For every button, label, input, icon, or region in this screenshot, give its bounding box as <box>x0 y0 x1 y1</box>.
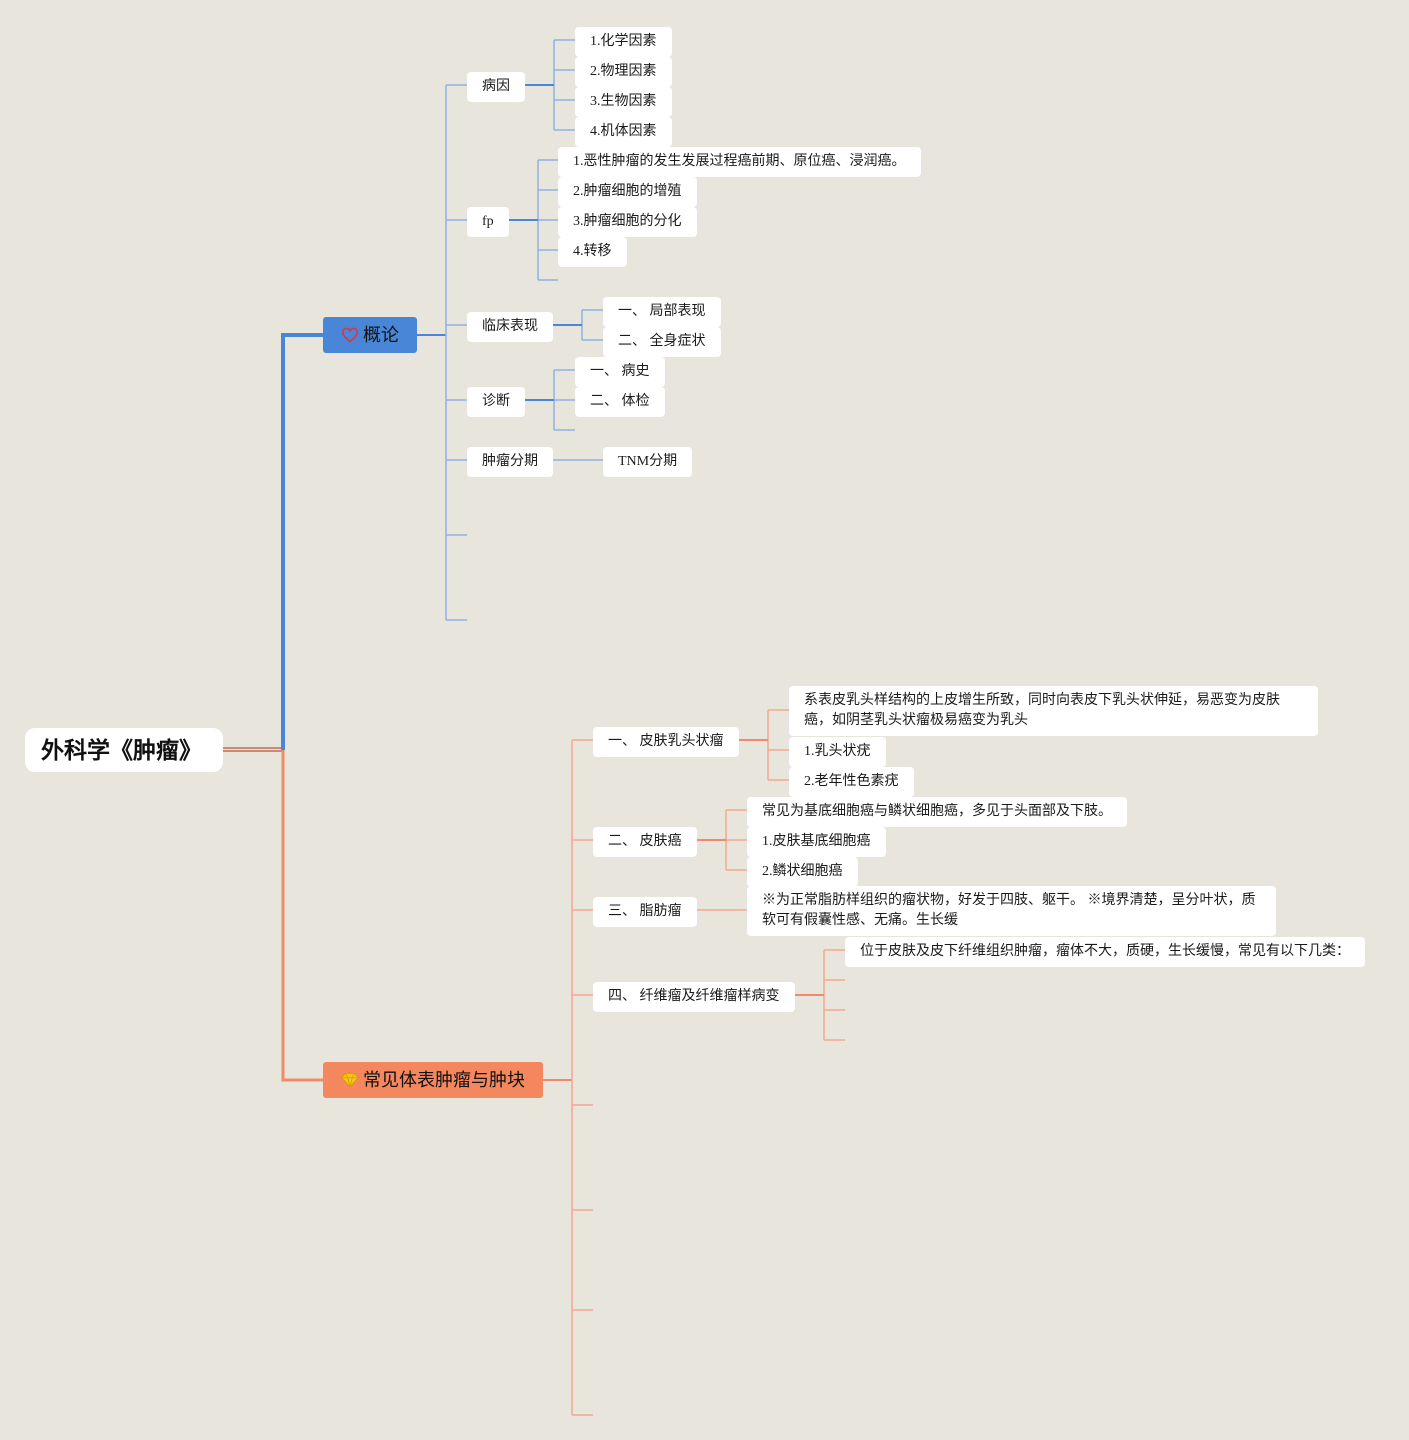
leaf-papilloma-desc[interactable]: 系表皮乳头样结构的上皮增生所致，同时向表皮下乳头状伸延，易恶变为皮肤癌，如阴茎乳… <box>789 686 1318 736</box>
connector-b1c2 <box>537 159 558 281</box>
connector-b2c1 <box>767 709 789 781</box>
leaf-lipoma-desc[interactable]: ※为正常脂肪样组织的瘤状物，好发于四肢、躯干。 ※境界清楚，呈分叶状，质软可有假… <box>747 886 1276 936</box>
leaf-skin-cancer-desc[interactable]: 常见为基底细胞癌与鳞状细胞癌，多见于头面部及下肢。 <box>747 797 1127 827</box>
subtopic-lipoma[interactable]: 三、 脂肪瘤 <box>593 897 697 927</box>
leaf-etiology-1[interactable]: 1.化学因素 <box>575 27 672 57</box>
connector-b1c4 <box>553 369 575 431</box>
subtopic-diagnosis[interactable]: 诊断 <box>467 387 525 417</box>
subtopic-papilloma[interactable]: 一、 皮肤乳头状瘤 <box>593 727 739 757</box>
connector-b2c4 <box>823 949 845 1041</box>
leaf-fibroma-desc[interactable]: 位于皮肤及皮下纤维组织肿瘤，瘤体不大，质硬，生长缓慢，常见有以下几类： <box>845 937 1365 967</box>
connector-root-trunk <box>223 747 283 752</box>
main-topic-overview-label: 概论 <box>363 325 399 345</box>
connector-b2c2 <box>725 809 747 871</box>
leaf-papilloma-1[interactable]: 1.乳头状疣 <box>789 737 886 767</box>
subtopic-fibroma[interactable]: 四、 纤维瘤及纤维瘤样病变 <box>593 982 795 1012</box>
main-topic-overview[interactable]: 概论 <box>323 317 417 353</box>
connector-root-branch2 <box>281 750 323 1082</box>
leaf-fp-1[interactable]: 1.恶性肿瘤的发生发展过程癌前期、原位癌、浸润癌。 <box>558 147 921 177</box>
subtopic-fp[interactable]: fp <box>467 207 509 237</box>
connector-b1c3 <box>581 309 603 341</box>
leaf-clinical-2[interactable]: 二、 全身症状 <box>603 327 721 357</box>
leaf-clinical-1[interactable]: 一、 局部表现 <box>603 297 721 327</box>
gem-icon <box>341 1072 359 1088</box>
main-topic-surface-tumors[interactable]: 常见体表肿瘤与肿块 <box>323 1062 543 1098</box>
leaf-fp-2[interactable]: 2.肿瘤细胞的增殖 <box>558 177 697 207</box>
subtopic-staging[interactable]: 肿瘤分期 <box>467 447 553 477</box>
subtopic-etiology[interactable]: 病因 <box>467 72 525 102</box>
leaf-etiology-3[interactable]: 3.生物因素 <box>575 87 672 117</box>
leaf-etiology-4[interactable]: 4.机体因素 <box>575 117 672 147</box>
subtopic-skin-cancer[interactable]: 二、 皮肤癌 <box>593 827 697 857</box>
connector-root-branch1 <box>281 333 323 750</box>
subtopic-clinical[interactable]: 临床表现 <box>467 312 553 342</box>
leaf-fp-3[interactable]: 3.肿瘤细胞的分化 <box>558 207 697 237</box>
heart-icon <box>341 327 359 343</box>
connector-b1-ticks <box>446 84 467 621</box>
root-topic[interactable]: 外科学《肿瘤》 <box>25 728 223 772</box>
leaf-etiology-2[interactable]: 2.物理因素 <box>575 57 672 87</box>
leaf-staging-1[interactable]: TNM分期 <box>603 447 693 477</box>
leaf-skin-cancer-2[interactable]: 2.鳞状细胞癌 <box>747 857 858 887</box>
leaf-skin-cancer-1[interactable]: 1.皮肤基底细胞癌 <box>747 827 886 857</box>
leaf-papilloma-2[interactable]: 2.老年性色素疣 <box>789 767 914 797</box>
leaf-diagnosis-1[interactable]: 一、 病史 <box>575 357 665 387</box>
connector-b2-ticks <box>572 739 593 1416</box>
leaf-diagnosis-2[interactable]: 二、 体检 <box>575 387 665 417</box>
leaf-fp-4[interactable]: 4.转移 <box>558 237 627 267</box>
main-topic-surface-tumors-label: 常见体表肿瘤与肿块 <box>363 1070 525 1090</box>
